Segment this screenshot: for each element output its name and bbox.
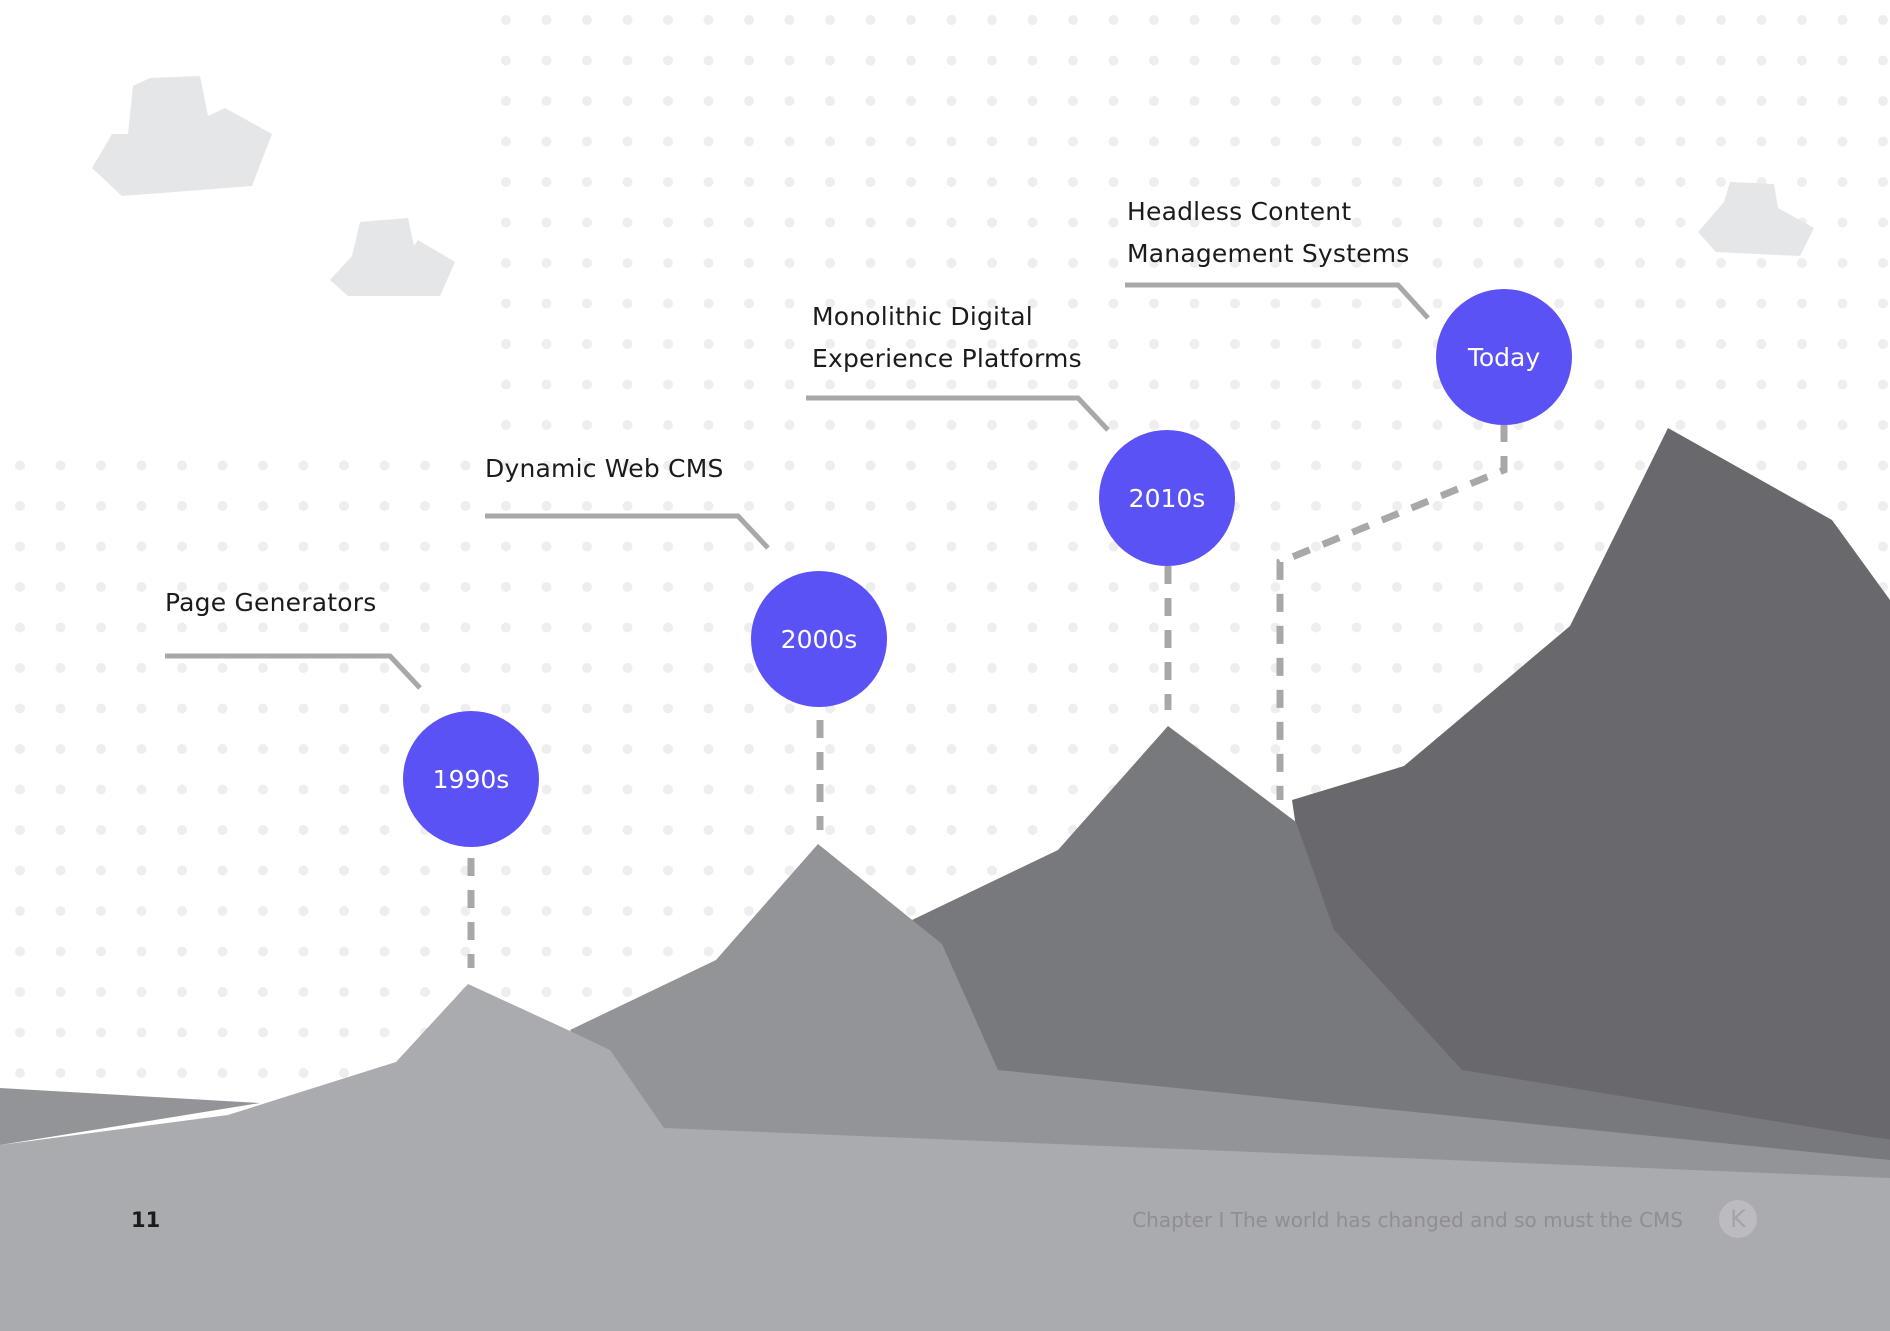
mountain-front xyxy=(0,984,1890,1331)
era-circle: 2000s xyxy=(751,571,887,707)
milestone-label: Page Generators xyxy=(165,582,376,624)
era-circle: Today xyxy=(1436,289,1572,425)
era-circle: 1990s xyxy=(403,711,539,847)
milestone-label: Headless Content Management Systems xyxy=(1127,191,1409,275)
mountain-center-right xyxy=(912,726,1890,1185)
chapter-title: Chapter I The world has changed and so m… xyxy=(1132,1208,1683,1232)
page-number: 11 xyxy=(131,1208,161,1232)
era-circle: 2010s xyxy=(1099,430,1235,566)
cloud-icon xyxy=(1698,182,1814,256)
callout-leader-line xyxy=(806,395,1110,432)
mountain-center xyxy=(570,844,1890,1185)
dot-grid-upper xyxy=(490,0,1890,440)
milestone-label: Dynamic Web CMS xyxy=(485,448,724,490)
ground-back xyxy=(0,1088,260,1145)
callout-leader-line xyxy=(165,653,422,690)
milestone-label-line: Page Generators xyxy=(165,588,377,617)
callout-leader-line xyxy=(485,513,770,550)
cloud-icon xyxy=(330,218,455,296)
kentico-k-logo-icon: K xyxy=(1719,1200,1757,1238)
milestone-label: Monolithic Digital Experience Platforms xyxy=(812,296,1082,380)
milestone-label-line: Management Systems xyxy=(1127,239,1410,268)
milestone-label-line: Headless Content xyxy=(1127,197,1352,226)
cloud-icon xyxy=(92,76,272,196)
callout-leader-line xyxy=(1125,282,1430,320)
milestone-label-line: Dynamic Web CMS xyxy=(485,454,724,483)
dashed-connector xyxy=(1276,424,1508,800)
milestone-label-line: Experience Platforms xyxy=(812,344,1082,373)
mountain-far-right xyxy=(1292,428,1890,1140)
milestone-label-line: Monolithic Digital xyxy=(812,302,1033,331)
